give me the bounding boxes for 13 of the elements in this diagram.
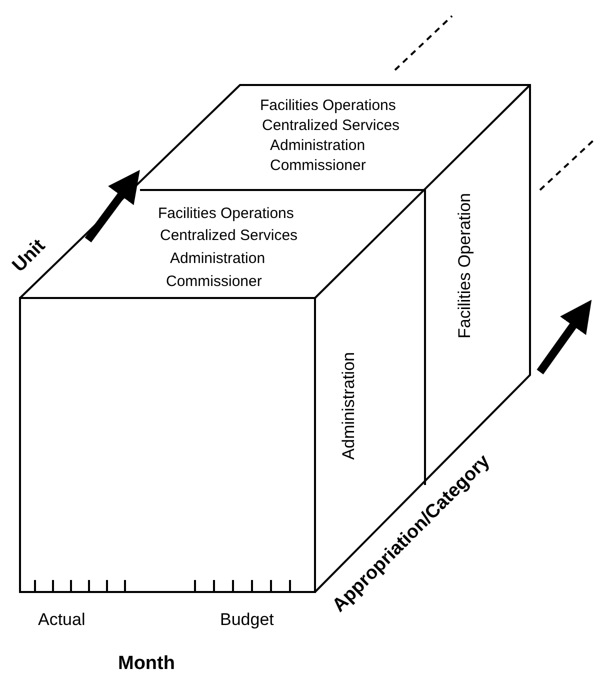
slice-label: Commissioner: [270, 157, 366, 174]
column-label: Actual: [38, 611, 86, 628]
slice-label: Facilities Operations: [158, 205, 294, 222]
slice-label: Facilities Operations: [260, 97, 396, 114]
slice-label: Commissioner: [166, 273, 262, 290]
axis-label: Unit: [10, 236, 48, 275]
slice-label: Centralized Services: [262, 117, 400, 134]
slice-label: Facilities Operation: [456, 193, 473, 339]
slice-label: Centralized Services: [160, 227, 298, 244]
slice-label: Administration: [270, 137, 366, 154]
column-label: Budget: [220, 611, 274, 628]
axis-label: Month: [118, 655, 175, 672]
slice-label: Administration: [170, 250, 266, 267]
